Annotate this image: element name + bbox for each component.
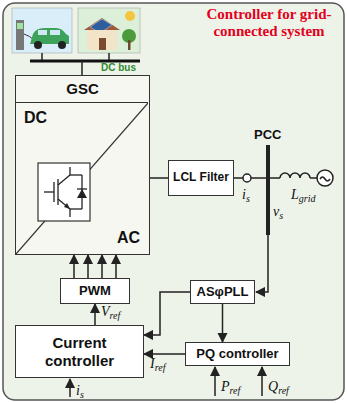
signal-name: Qref	[268, 380, 289, 396]
connector-line	[222, 304, 224, 342]
converter-box: GSC DC AC	[15, 75, 150, 255]
pwm-box: PWM	[60, 278, 130, 304]
box-label: PWM	[76, 284, 114, 299]
signal-name: Vref	[101, 305, 120, 321]
connector-line	[73, 255, 75, 278]
dc-ac-block: DC AC	[16, 102, 148, 253]
pcc-label: PCC	[254, 128, 281, 141]
box-label: LCL Filter	[170, 171, 232, 185]
converter-label: AC	[117, 229, 140, 247]
box-heading: GSC	[66, 80, 99, 97]
controller-box: Current controller	[15, 325, 144, 378]
connector	[95, 304, 96, 325]
connector	[150, 178, 168, 179]
box-label: PQ controller	[193, 347, 281, 362]
dc-bus	[30, 53, 140, 75]
connector	[144, 292, 190, 335]
diagram-title: Controller for grid-connected system	[205, 6, 333, 40]
solar-house-icon	[78, 8, 140, 53]
connector	[74, 255, 116, 278]
panel	[3, 3, 344, 400]
signal-name: Iref	[150, 357, 165, 373]
pll-box: ASφPLL	[190, 280, 255, 304]
inductor-label: Lgrid	[291, 188, 315, 204]
connector-line	[144, 353, 185, 355]
signal-name: is	[242, 188, 250, 204]
connector-line	[101, 255, 103, 278]
filter-box: LCL Filter	[168, 160, 234, 196]
box-label: ASφPLL	[194, 285, 252, 300]
connector-line	[150, 177, 168, 179]
connector	[222, 304, 223, 342]
connector-line	[94, 304, 96, 325]
connector	[144, 354, 185, 355]
connector-line	[87, 255, 89, 278]
signal-name: vs	[273, 205, 283, 221]
grid-wiring	[230, 145, 333, 292]
bus-label: DC bus	[101, 63, 136, 73]
converter-label: DC	[24, 109, 47, 127]
signal-name: Pref	[221, 380, 240, 396]
signal-name: is	[76, 384, 84, 400]
controller-box: PQ controller	[185, 342, 290, 366]
box-label: Current controller	[16, 334, 143, 369]
ev-icon	[12, 8, 72, 53]
connector-line	[144, 292, 190, 335]
connector-line	[115, 255, 117, 278]
